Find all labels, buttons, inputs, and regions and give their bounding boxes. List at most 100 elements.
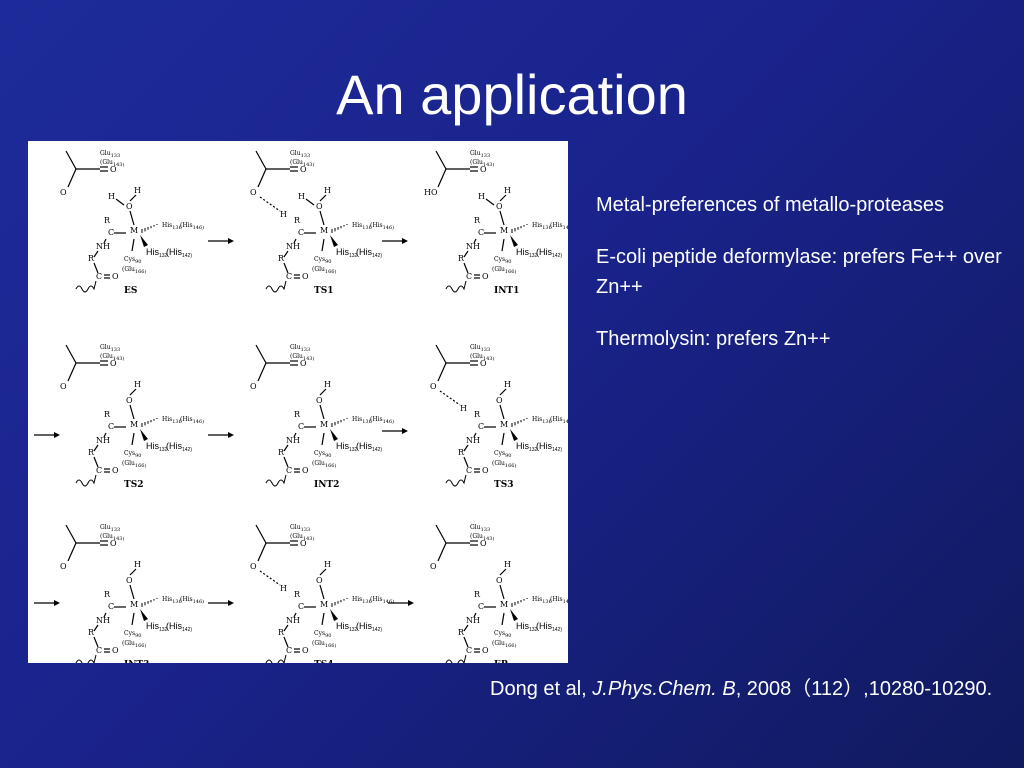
- atom-metal: M: [130, 420, 138, 429]
- label-cys: Cys90: [124, 630, 141, 639]
- atom-nh: NH: [466, 436, 480, 445]
- label-cys-alt: (Glu166): [492, 640, 516, 649]
- panel-es: OOGlu133(Glu143)OHHMHis136(His146)His132…: [60, 150, 204, 296]
- bond-r-c: [463, 636, 469, 648]
- atom-c-substrate: C: [108, 422, 114, 431]
- squiggle-backbone: [75, 654, 97, 663]
- label-his132: His132: [336, 247, 358, 259]
- bond-c-n: [103, 238, 107, 244]
- atom-h-bridge: H: [280, 210, 287, 219]
- wedge-his132: [510, 235, 518, 247]
- atom-o-peptide: O: [112, 272, 119, 281]
- atom-o-glu: O: [250, 382, 257, 391]
- wedge-his132: [140, 235, 148, 247]
- atom-r1: R: [104, 216, 111, 225]
- label-his132-alt: (His142): [536, 441, 562, 453]
- atom-r1: R: [294, 216, 301, 225]
- label-cys: Cys90: [314, 256, 331, 265]
- label-his132: His132: [146, 621, 168, 633]
- atom-h-water-2: H: [298, 192, 305, 201]
- label-cys-alt: (Glu166): [122, 460, 146, 469]
- label-his136-alt: (His146): [550, 416, 568, 425]
- bond-methyl: [435, 524, 447, 544]
- bond-r-c: [93, 636, 99, 648]
- panel-label: TS3: [494, 480, 513, 490]
- label-his136-alt: (His146): [180, 222, 204, 231]
- bond-m-cys: [131, 612, 135, 626]
- label-glu-alt: (Glu143): [290, 159, 314, 168]
- atom-o-carbonyl: O: [110, 359, 117, 368]
- label-his136-alt: (His146): [180, 416, 204, 425]
- bond-m-cys: [321, 432, 325, 446]
- bond-m-cys: [321, 238, 325, 252]
- atom-c-substrate: C: [478, 228, 484, 237]
- label-his132: His132: [146, 247, 168, 259]
- squiggle-backbone: [265, 280, 287, 293]
- bond-o-m: [319, 210, 325, 226]
- atom-o-peptide: O: [302, 272, 309, 281]
- bond-c-o: [257, 168, 267, 188]
- label-his132: His132: [516, 247, 538, 259]
- bond-m-cys: [321, 612, 325, 626]
- bond-methyl: [435, 150, 447, 170]
- label-his136: His136: [162, 416, 182, 425]
- bond-o-h: [499, 388, 507, 396]
- arrow-ts2-int2-head: [228, 432, 234, 438]
- label-his136: His136: [162, 596, 182, 605]
- label-cys-alt: (Glu166): [122, 640, 146, 649]
- bond-methyl: [65, 344, 77, 364]
- bond-o-m: [319, 584, 325, 600]
- wedge-his132: [330, 235, 338, 247]
- bond-m-cys: [131, 238, 135, 252]
- atom-c-peptide: C: [286, 466, 292, 475]
- label-glu-alt: (Glu143): [100, 353, 124, 362]
- bond-n-r: [283, 444, 289, 452]
- atom-o-peptide: O: [302, 466, 309, 475]
- atom-r2: R: [278, 254, 285, 263]
- label-his136: His136: [532, 416, 552, 425]
- atom-h-water-2: H: [108, 192, 115, 201]
- squiggle-backbone: [445, 474, 467, 487]
- bond-methyl: [255, 524, 267, 544]
- bond-m-cys: [501, 238, 505, 252]
- label-glu: Glu133: [100, 524, 120, 533]
- label-his132: His132: [516, 441, 538, 453]
- label-glu-alt: (Glu143): [100, 533, 124, 542]
- label-glu: Glu133: [290, 150, 310, 159]
- bond-n-r: [93, 624, 99, 632]
- wedge-his132: [510, 429, 518, 441]
- atom-o-glu: O: [60, 562, 67, 571]
- bullet-peptide-deformylase: E-coli peptide deformylase: prefers Fe++…: [596, 246, 1002, 298]
- atom-r2: R: [278, 628, 285, 637]
- atom-r1: R: [474, 590, 481, 599]
- label-glu-alt: (Glu143): [470, 159, 494, 168]
- label-glu: Glu133: [100, 344, 120, 353]
- bond-o-m: [499, 404, 505, 420]
- label-cys: Cys90: [494, 450, 511, 459]
- bond-o-m: [499, 584, 505, 600]
- atom-o-peptide: O: [112, 466, 119, 475]
- label-his136-alt: (His146): [370, 416, 394, 425]
- atom-c-peptide: C: [96, 466, 102, 475]
- label-glu: Glu133: [290, 344, 310, 353]
- arrow-ts4-ep-head: [408, 600, 414, 606]
- atom-o-glu: O: [250, 562, 257, 571]
- squiggle-backbone: [445, 654, 467, 663]
- atom-c-peptide: C: [286, 272, 292, 281]
- atom-h-water: H: [504, 560, 511, 569]
- label-glu-alt: (Glu143): [290, 533, 314, 542]
- atom-r1: R: [104, 410, 111, 419]
- atom-o-glu: O: [430, 562, 437, 571]
- wedge-his132: [330, 609, 338, 621]
- atom-metal: M: [500, 600, 508, 609]
- label-his132: His132: [146, 441, 168, 453]
- bond-o-m: [319, 404, 325, 420]
- squiggle-backbone: [265, 474, 287, 487]
- atom-metal: M: [320, 420, 328, 429]
- label-his132-alt: (His142): [166, 441, 192, 453]
- bond-o-h: [499, 194, 507, 202]
- bond-o-h2: [485, 198, 495, 206]
- bond-o-m: [499, 210, 505, 226]
- atom-o-glu: O: [250, 188, 257, 197]
